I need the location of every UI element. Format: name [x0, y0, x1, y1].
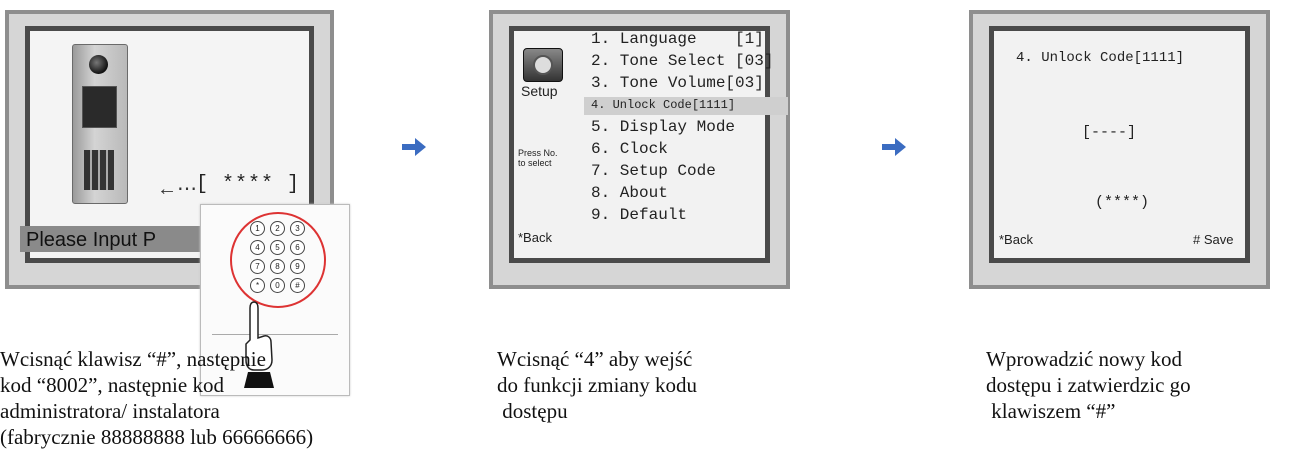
new-code-masked: (****) — [1095, 194, 1150, 211]
keypad-key[interactable]: 3 — [290, 221, 305, 236]
arrow-right-icon — [402, 138, 426, 156]
menu-item-setup-code[interactable]: 7. Setup Code — [591, 162, 716, 180]
setup-lens-icon — [533, 55, 553, 75]
keypad-key[interactable]: 2 — [270, 221, 285, 236]
save-label: # Save — [1193, 232, 1234, 247]
keypad-key[interactable]: 8 — [270, 259, 285, 274]
menu-item-clock[interactable]: 6. Clock — [591, 140, 668, 158]
arrow-left-icon: ←⋯ — [157, 178, 197, 200]
keypad-key[interactable]: 7 — [250, 259, 265, 274]
door-station-keypad — [84, 150, 114, 190]
menu-highlight — [584, 97, 788, 115]
arrow-right-icon — [882, 138, 906, 156]
keypad-highlight-circle — [230, 212, 326, 308]
back-label: *Back — [518, 230, 552, 245]
menu-item-language[interactable]: 1. Language [1] — [591, 30, 764, 48]
door-station-lcd — [82, 86, 117, 128]
caption-step-1: Wcisnąć klawisz “#”, następnie kod “8002… — [0, 347, 314, 449]
menu-item-tone-volume[interactable]: 3. Tone Volume[03] — [591, 74, 764, 92]
new-code-field[interactable]: [----] — [1082, 124, 1137, 141]
camera-icon — [89, 55, 108, 74]
keypad-key[interactable]: 0 — [270, 278, 285, 293]
menu-item-tone-select[interactable]: 2. Tone Select [03] — [591, 52, 774, 70]
keypad-key[interactable]: 5 — [270, 240, 285, 255]
please-input-label: Please Input P — [26, 229, 157, 251]
keypad-key[interactable]: # — [290, 278, 305, 293]
press-no-hint: Press No. to select — [518, 148, 558, 168]
pin-prompt: [ **** ] — [196, 173, 301, 196]
menu-item-unlock-code[interactable]: 4. Unlock Code[1111] — [591, 98, 736, 112]
setup-label: Setup — [521, 83, 558, 99]
caption-step-2: Wcisnąć “4” aby wejść do funkcji zmiany … — [497, 347, 698, 423]
keypad-divider — [212, 334, 338, 335]
menu-item-display-mode[interactable]: 5. Display Mode — [591, 118, 736, 136]
unlock-code-title: 4. Unlock Code[1111] — [1016, 50, 1185, 66]
keypad-key[interactable]: * — [250, 278, 265, 293]
setup-camera-icon — [523, 48, 563, 82]
back-label: *Back — [999, 232, 1033, 247]
keypad-key[interactable]: 4 — [250, 240, 265, 255]
screen-panel-3-display — [989, 26, 1250, 263]
menu-item-default[interactable]: 9. Default — [591, 206, 688, 224]
pointing-hand-icon — [244, 301, 274, 388]
keypad-key[interactable]: 6 — [290, 240, 305, 255]
keypad-key[interactable]: 9 — [290, 259, 305, 274]
keypad-key[interactable]: 1 — [250, 221, 265, 236]
screen-panel-3 — [969, 10, 1270, 289]
caption-step-3: Wprowadzić nowy kod dostępu i zatwierdzi… — [986, 347, 1191, 423]
menu-item-about[interactable]: 8. About — [591, 184, 668, 202]
